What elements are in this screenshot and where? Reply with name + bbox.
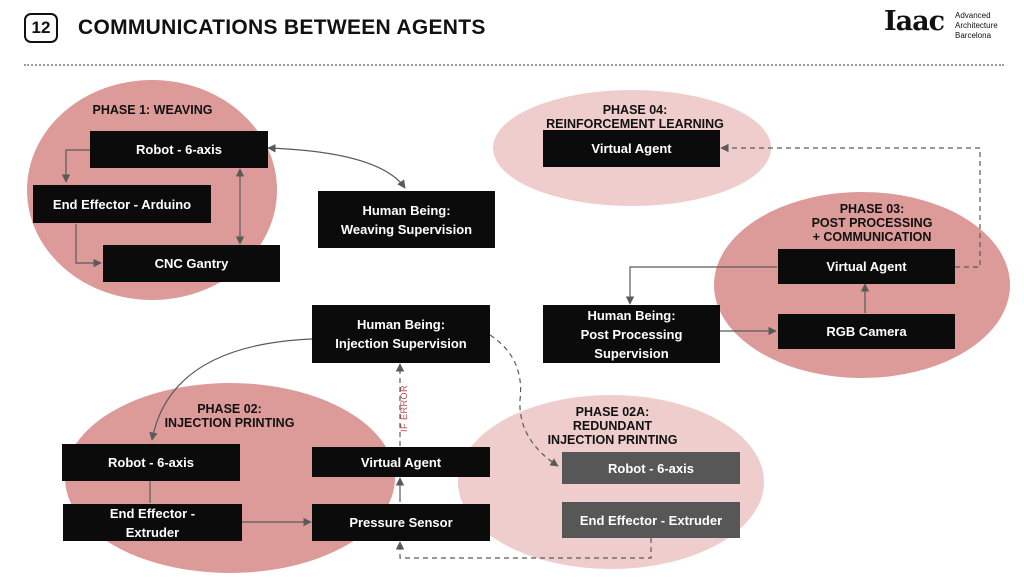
logo-line-2: Architecture [955, 21, 998, 30]
phase03-label-line-3: + COMMUNICATION [812, 230, 932, 244]
edge-human-injection-p02robot [149, 338, 313, 441]
node-p02-end-effector-line-2: Extruder [125, 524, 180, 540]
phase03-label-line-1: PHASE 03: [839, 202, 905, 216]
page-title: COMMUNICATIONS BETWEEN AGENTS [78, 16, 486, 39]
phase04-label-line-1: PHASE 04: [602, 103, 668, 117]
iaac-logo: Iaac [884, 6, 945, 37]
node-human-weaving-line-2: Weaving Supervision [340, 221, 473, 237]
page-number: 12 [24, 13, 58, 43]
node-human-injection-line-1: Human Being: [356, 317, 446, 332]
phase1-label: PHASE 1: WEAVING [85, 103, 220, 117]
node-p1-end-effector: End Effector - Arduino [33, 185, 211, 223]
edge-endeffector-cnc [75, 224, 102, 268]
header-divider [24, 64, 1004, 66]
node-p03-rgb-camera: RGB Camera [778, 314, 955, 349]
phase02a-label-line-2: REDUNDANT [572, 419, 653, 433]
phase02a-label-line-3: INJECTION PRINTING [547, 433, 678, 447]
phase1-label-line-1: PHASE 1: WEAVING [92, 103, 213, 117]
node-p02a-robot: Robot - 6-axis [562, 452, 740, 484]
node-human-injection-line-2: Injection Supervision [335, 336, 467, 351]
edge-p1robot-endeffector [61, 149, 90, 183]
node-p1-robot: Robot - 6-axis [90, 131, 268, 168]
phase02-label: PHASE 02: INJECTION PRINTING [152, 402, 307, 430]
node-human-post-processing: Human Being: Post Processing Supervision [543, 305, 720, 363]
phase02a-label-line-1: PHASE 02A: [575, 405, 650, 419]
node-human-post-line-2: Post Processing [580, 326, 683, 342]
logo-line-3: Barcelona [955, 31, 992, 40]
phase03-label-line-2: POST PROCESSING [811, 216, 933, 230]
logo-line-1: Advanced [955, 11, 991, 20]
node-p02-pressure-sensor: Pressure Sensor [312, 504, 490, 541]
node-human-injection: Human Being: Injection Supervision [312, 305, 490, 363]
phase02-label-line-1: PHASE 02: [197, 402, 262, 416]
node-p02a-end-effector: End Effector - Extruder [562, 502, 740, 538]
node-p02-robot: Robot - 6-axis [62, 444, 240, 481]
phase02-label-line-2: INJECTION PRINTING [164, 416, 295, 430]
edge-human-injection-p02arobot [489, 334, 559, 467]
phase03-label: PHASE 03: POST PROCESSING + COMMUNICATIO… [797, 202, 947, 244]
connectors [61, 143, 981, 559]
node-p02-virtual-agent: Virtual Agent [312, 447, 490, 477]
phase04-label-line-2: REINFORCEMENT LEARNING [546, 117, 724, 131]
node-human-post-line-3: Supervision [594, 345, 669, 361]
edge-p03va-p04va [720, 143, 981, 268]
phase04-label: PHASE 04: REINFORCEMENT LEARNING [530, 103, 740, 131]
node-p02-end-effector-line-1: End Effector - [109, 505, 196, 521]
edge-robot-human-weaving [267, 144, 406, 189]
node-human-post-line-1: Human Being: [587, 307, 676, 323]
node-p03-virtual-agent: Virtual Agent [778, 249, 955, 284]
edge-p03va-human-post [625, 266, 777, 305]
node-p02-end-effector: End Effector - Extruder [63, 504, 242, 541]
node-human-weaving-line-1: Human Being: [362, 202, 451, 218]
node-p04-virtual-agent: Virtual Agent [543, 130, 720, 167]
logo-caption: Advanced Architecture Barcelona [955, 11, 998, 41]
node-human-weaving: Human Being: Weaving Supervision [318, 191, 495, 248]
if-error-label: IF ERROR [399, 384, 409, 432]
node-p1-cnc-gantry: CNC Gantry [103, 245, 280, 282]
phase02a-label: PHASE 02A: REDUNDANT INJECTION PRINTING [530, 405, 695, 447]
edge-p02aend-pressure [395, 538, 652, 559]
